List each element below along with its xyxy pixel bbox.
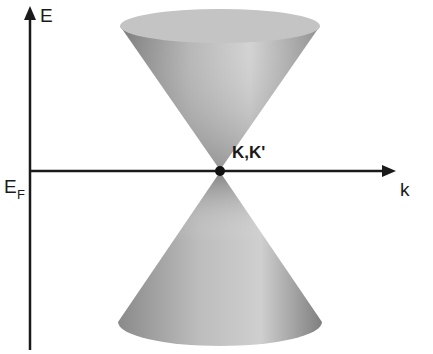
- axis-arrowhead: [382, 165, 396, 177]
- momentum-axis: [30, 170, 386, 173]
- upper-cone: [120, 26, 320, 170]
- energy-axis: [29, 16, 32, 350]
- axis-arrowhead: [24, 6, 36, 20]
- axis-label: E: [4, 177, 17, 196]
- upper-cone-rim: [120, 9, 320, 43]
- lower-cone: [118, 172, 322, 346]
- dirac-point: [215, 166, 225, 176]
- upper-cone-shade: [120, 26, 320, 170]
- axis-label: E: [40, 6, 53, 25]
- subscript: F: [17, 188, 25, 201]
- axis-label: k: [400, 180, 410, 199]
- point-label: K,K': [232, 144, 265, 161]
- lower-cone-shade: [118, 172, 322, 346]
